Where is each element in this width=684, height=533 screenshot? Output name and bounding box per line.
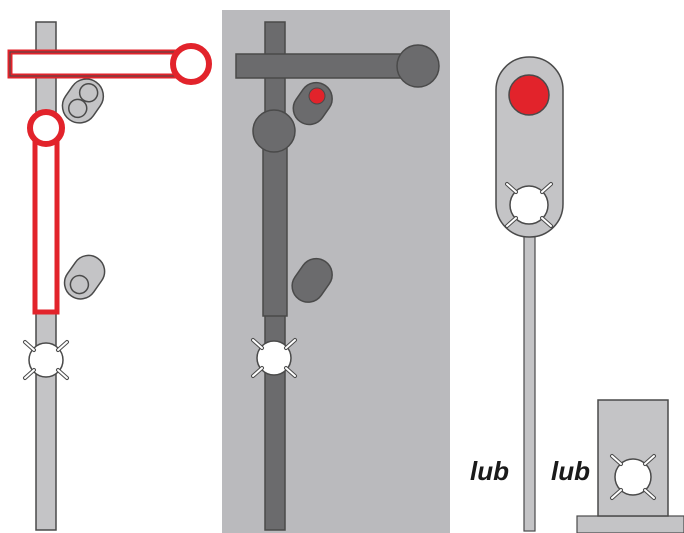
ground-unit-housing — [597, 399, 669, 517]
ground-unit-base — [576, 515, 684, 533]
lower-arm-disc-1 — [27, 109, 65, 147]
lower-arm-1 — [32, 137, 60, 315]
panel-semaphore-highlighted — [7, 21, 212, 531]
lower-arm-2 — [262, 135, 288, 317]
panel-2-background — [222, 10, 450, 533]
red-lamp-2 — [308, 87, 326, 105]
panel-semaphore-dark — [222, 10, 450, 533]
panel-light-signal — [495, 56, 684, 533]
light-signal-red-lamp — [508, 74, 550, 116]
lamp-case-lower-2 — [291, 257, 333, 303]
lamp-case-lower-1 — [63, 254, 106, 300]
light-signal-white-lamp — [505, 182, 553, 228]
or-label-2: lub — [551, 456, 590, 486]
white-lamp-1 — [23, 340, 69, 380]
lower-arm-disc-2 — [252, 109, 296, 153]
top-arm-2 — [235, 53, 421, 79]
white-lamp-2 — [251, 338, 297, 378]
top-arm-disc-1 — [170, 43, 212, 85]
light-signal-pole — [523, 234, 536, 532]
ground-unit-white-lamp — [610, 454, 656, 500]
or-label-1: lub — [470, 456, 509, 486]
lamp-case-upper-1 — [61, 78, 105, 124]
top-arm-1 — [7, 49, 183, 79]
top-arm-disc-2 — [396, 44, 440, 88]
